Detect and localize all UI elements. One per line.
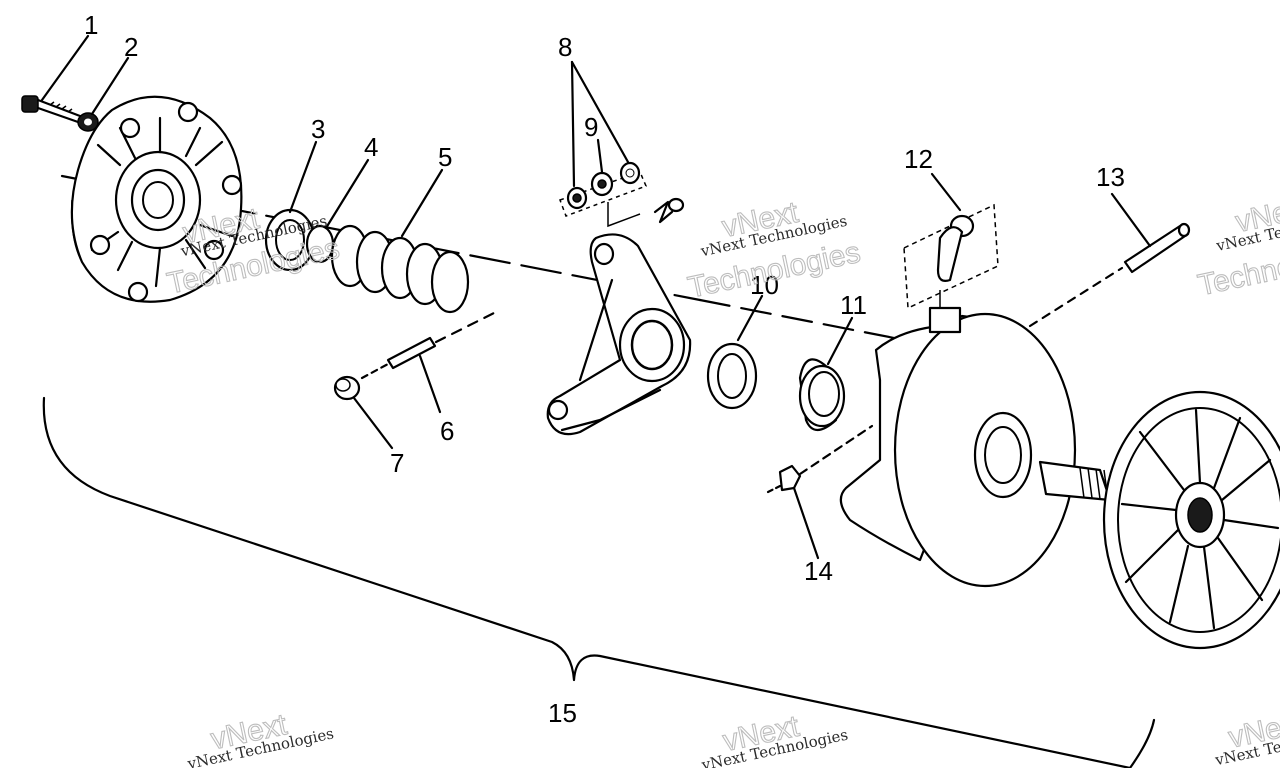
callout-6: 6: [440, 416, 454, 446]
part-thrust-washer: [706, 342, 758, 410]
part-bolt: [21, 95, 82, 124]
callout-5: 5: [438, 142, 452, 172]
part-spring: [330, 224, 470, 314]
part-movable-sheave: [839, 306, 1077, 588]
callout-2: 2: [124, 32, 138, 62]
callout-13: 13: [1096, 162, 1125, 192]
part-cap: [333, 375, 361, 401]
watermark-d: vNext vNext Technologies: [185, 707, 335, 768]
part-shaft: [1038, 460, 1112, 502]
callout-4: 4: [364, 132, 378, 162]
callout-9: 9: [584, 112, 598, 142]
callout-15: 15: [548, 698, 577, 728]
callout-12: 12: [904, 144, 933, 174]
watermark-b: vNext vNext Technologies Technologies: [685, 195, 864, 305]
leader-lines: [40, 34, 1152, 560]
callout-7: 7: [390, 448, 404, 478]
assembly-bracket: [42, 396, 1156, 768]
callout-labels: 1 2 3 4 5 6 7 8 9 10 11 12 13 14 15: [84, 10, 1125, 728]
callout-1: 1: [84, 10, 98, 40]
callout-10: 10: [750, 270, 779, 300]
part-washer: [77, 112, 99, 132]
watermark-c: vNext vNext Technologies Technologies: [1195, 190, 1280, 303]
callout-14: 14: [804, 556, 833, 586]
part-bushing: [798, 358, 846, 432]
part-tag: [903, 203, 999, 312]
watermark-f: vNext vNext Technologies: [1213, 706, 1280, 768]
callout-11: 11: [840, 290, 867, 320]
watermark-e: vNext vNext Technologies: [699, 709, 849, 768]
part-pin: [360, 308, 502, 380]
part-spider-arm: [546, 233, 692, 436]
part-fixed-sheave: [1102, 390, 1280, 650]
part-cover-plate: [70, 95, 243, 303]
callout-3: 3: [311, 114, 325, 144]
part-nut: [766, 424, 874, 494]
part-long-pin: [1028, 222, 1191, 328]
callout-8: 8: [558, 32, 572, 62]
part-clip: [653, 197, 685, 224]
part-roller-kit: [559, 161, 647, 228]
